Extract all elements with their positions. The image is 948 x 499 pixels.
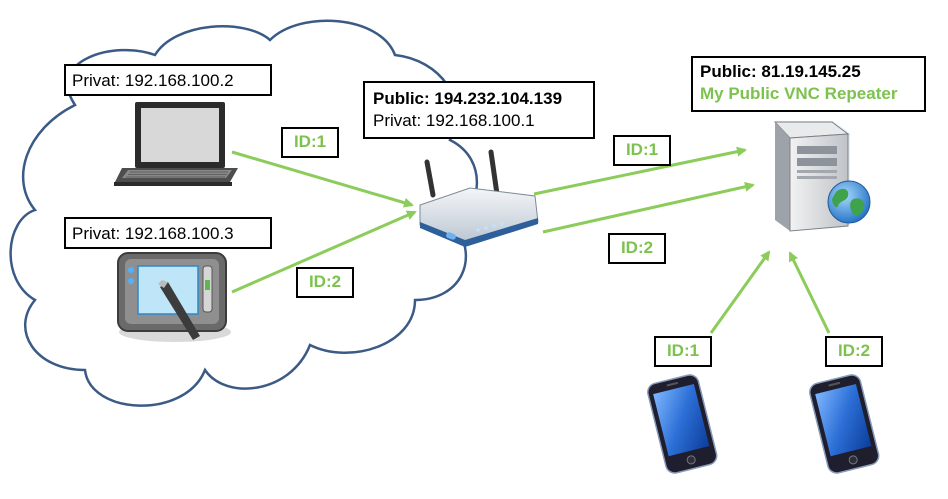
- arrow-phone1-server: [709, 250, 771, 334]
- router-address-label: Public: 194.232.104.139 Privat: 192.168.…: [363, 81, 595, 139]
- arrow-router-server-1: [533, 146, 747, 196]
- smartphone-icon: [647, 374, 718, 474]
- connection-arrows: [231, 146, 831, 334]
- laptop-address-label: Privat: 192.168.100.2: [64, 64, 272, 96]
- router-icon: [419, 149, 539, 247]
- router-public-ip: Public: 194.232.104.139: [373, 89, 563, 108]
- tablet-private-ip: Privat: 192.168.100.3: [72, 224, 234, 243]
- laptop-private-ip: Privat: 192.168.100.2: [72, 71, 234, 90]
- server-public-ip: Public: 81.19.145.25: [700, 62, 861, 81]
- smartphone-icon: [809, 374, 880, 474]
- id-label-laptop: ID:1: [281, 127, 339, 158]
- arrow-phone2-server: [788, 251, 831, 334]
- arrow-router-server-2: [542, 181, 755, 234]
- arrow-laptop-router: [231, 150, 414, 208]
- tablet-icon: [117, 252, 231, 342]
- server-address-label: Public: 81.19.145.25 My Public VNC Repea…: [691, 56, 926, 112]
- id-label-router-server-1: ID:1: [613, 135, 671, 166]
- id-label-router-server-2: ID:2: [608, 233, 666, 264]
- globe-icon: [827, 180, 871, 224]
- id-label-phone-2: ID:2: [825, 336, 883, 367]
- router-private-ip: Privat: 192.168.100.1: [373, 111, 535, 130]
- arrow-tablet-router: [231, 210, 417, 294]
- id-label-phone-1: ID:1: [654, 336, 712, 367]
- server-name: My Public VNC Repeater: [700, 84, 898, 103]
- laptop-icon: [114, 102, 238, 186]
- id-label-tablet: ID:2: [296, 267, 354, 298]
- tablet-address-label: Privat: 192.168.100.3: [64, 217, 272, 249]
